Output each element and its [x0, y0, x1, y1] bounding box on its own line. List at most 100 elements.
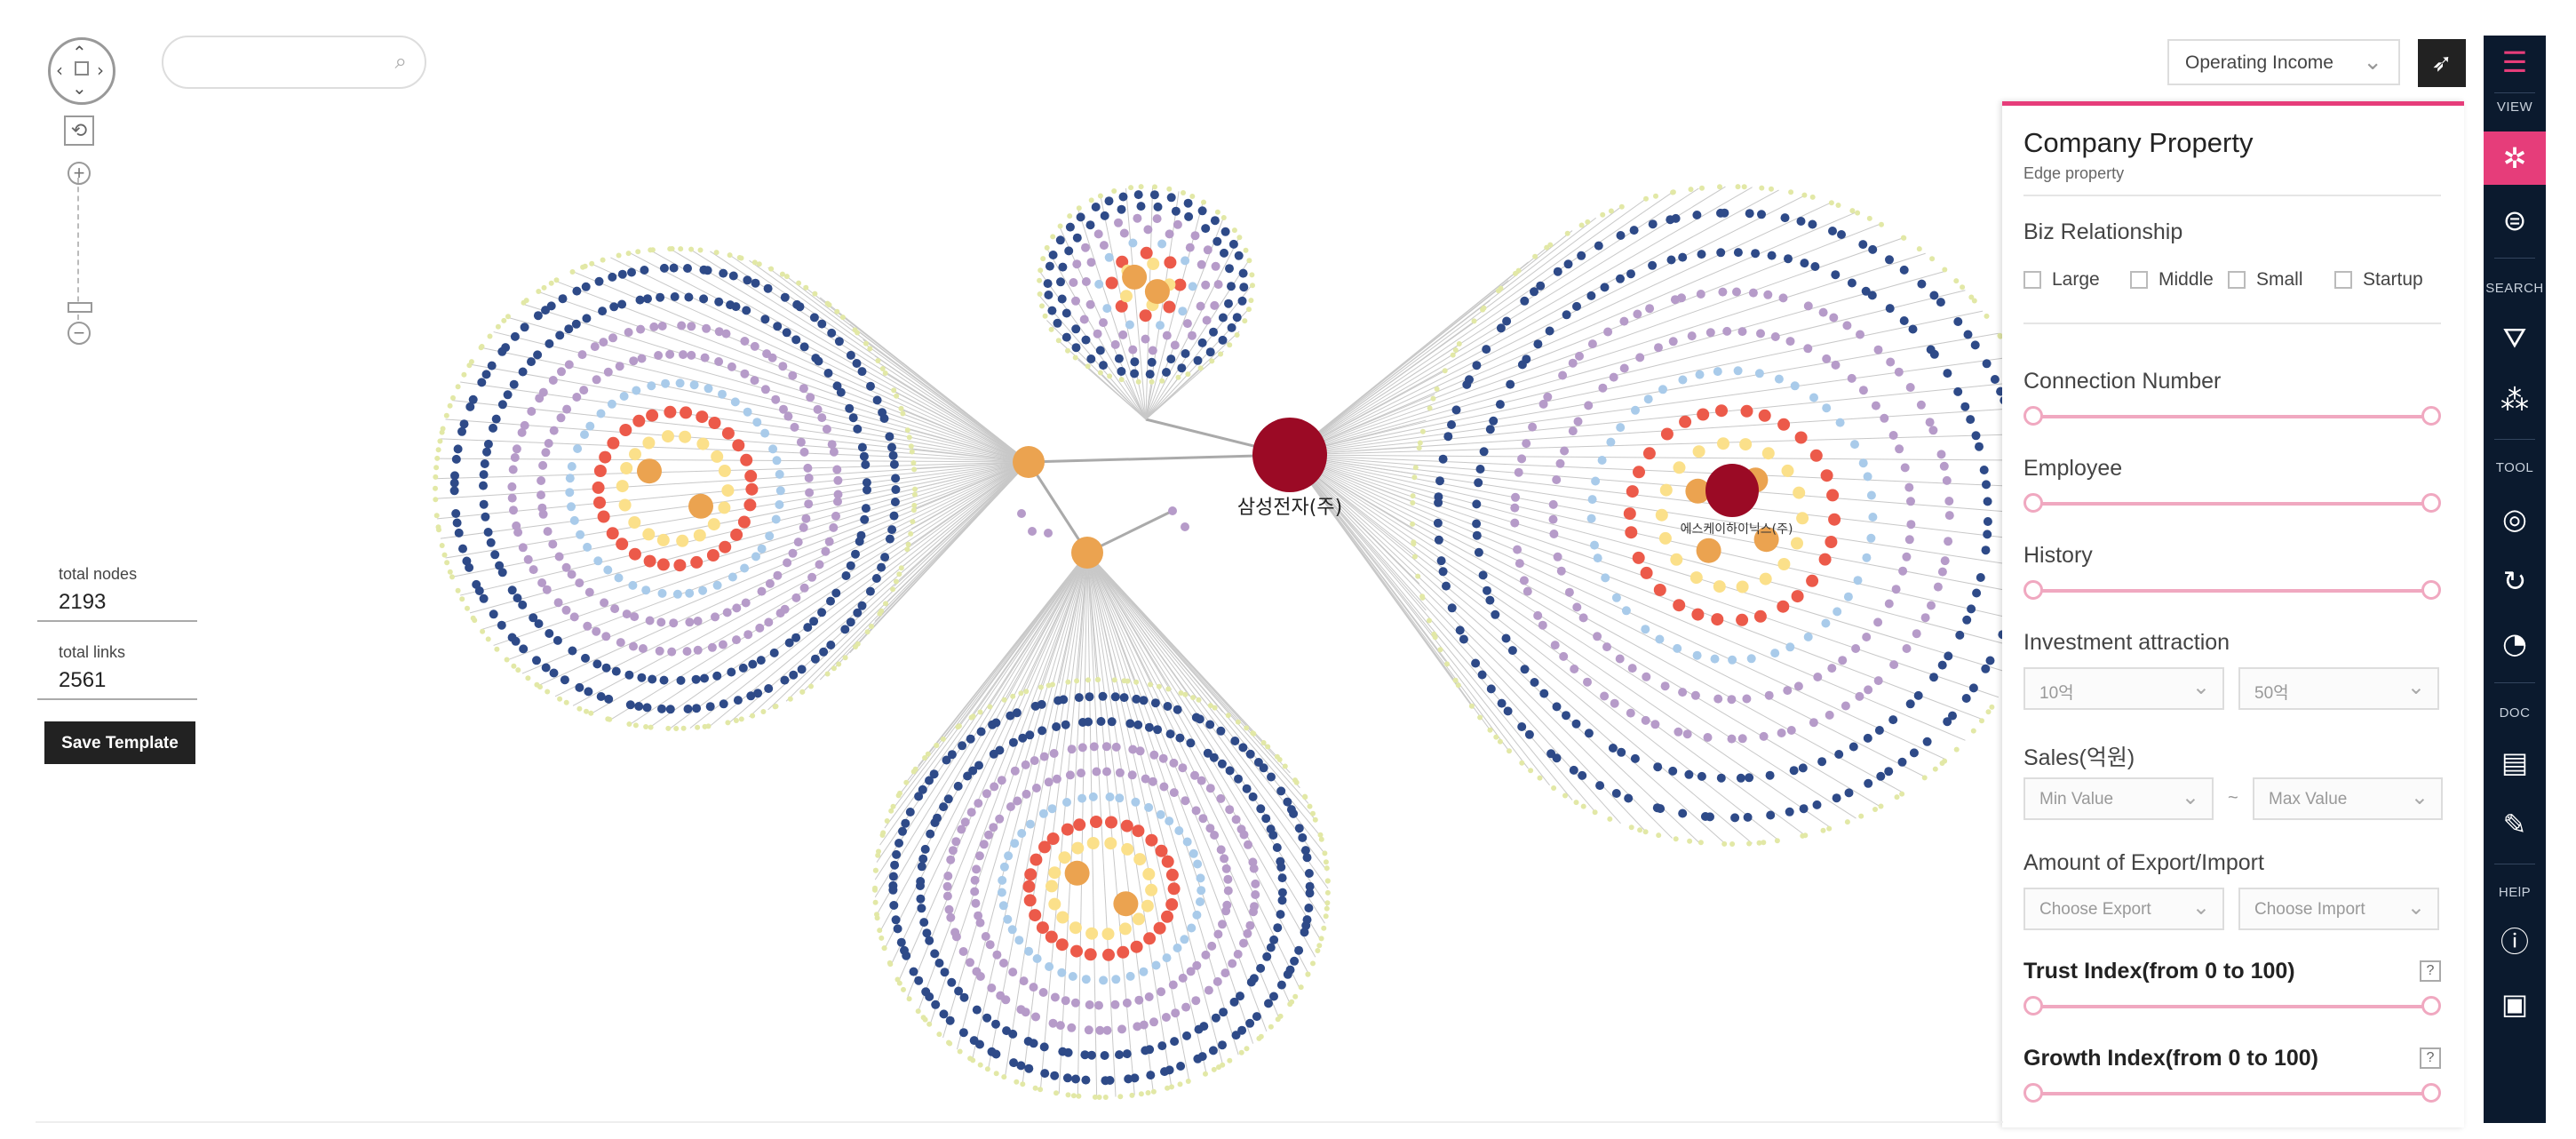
- graph-node[interactable]: [1150, 698, 1160, 708]
- graph-node[interactable]: [836, 661, 842, 667]
- graph-node[interactable]: [1118, 377, 1125, 383]
- graph-node[interactable]: [637, 673, 647, 682]
- graph-node[interactable]: [1168, 506, 1177, 515]
- graph-node[interactable]: [1209, 358, 1215, 364]
- graph-node[interactable]: [541, 284, 547, 291]
- graph-node[interactable]: [1578, 222, 1585, 228]
- graph-node[interactable]: [1061, 823, 1074, 836]
- graph-node[interactable]: [1216, 1064, 1221, 1071]
- graph-node[interactable]: [1981, 546, 1991, 555]
- graph-node[interactable]: [1023, 689, 1030, 695]
- graph-node[interactable]: [606, 527, 619, 540]
- graph-node[interactable]: [727, 667, 736, 677]
- graph-node[interactable]: [1125, 719, 1135, 729]
- graph-node[interactable]: [773, 322, 783, 331]
- graph-node[interactable]: [718, 389, 727, 399]
- graph-node[interactable]: [1201, 950, 1211, 960]
- graph-node[interactable]: [1029, 909, 1042, 922]
- graph-node[interactable]: [1283, 797, 1292, 807]
- graph-node[interactable]: [1038, 267, 1044, 274]
- graph-node[interactable]: [1081, 243, 1090, 252]
- graph-node[interactable]: [459, 419, 469, 429]
- graph-node[interactable]: [764, 617, 774, 627]
- graph-node[interactable]: [1817, 757, 1827, 767]
- graph-node[interactable]: [692, 704, 702, 713]
- graph-node[interactable]: [1324, 878, 1331, 884]
- graph-node[interactable]: [998, 901, 1008, 911]
- graph-node[interactable]: [742, 306, 751, 315]
- graph-node[interactable]: [796, 280, 802, 286]
- graph-node[interactable]: [1055, 235, 1065, 245]
- graph-node[interactable]: [676, 675, 686, 685]
- graph-node[interactable]: [1885, 255, 1894, 265]
- graph-node[interactable]: [1545, 326, 1554, 336]
- graph-node[interactable]: [479, 499, 489, 509]
- graph-node[interactable]: [1165, 868, 1179, 881]
- graph-node[interactable]: [507, 585, 517, 595]
- graph-node[interactable]: [1202, 315, 1212, 325]
- graph-node[interactable]: [1497, 738, 1503, 745]
- graph-node[interactable]: [1475, 465, 1485, 474]
- graph-node[interactable]: [721, 329, 731, 339]
- graph-node[interactable]: [549, 426, 559, 435]
- graph-node[interactable]: [1617, 747, 1626, 757]
- graph-node[interactable]: [972, 1005, 982, 1015]
- graph-node[interactable]: [906, 996, 912, 1002]
- graph-node[interactable]: [1442, 368, 1448, 374]
- graph-node[interactable]: [1117, 204, 1126, 214]
- graph-node[interactable]: [1411, 554, 1418, 560]
- graph-node[interactable]: [1044, 777, 1053, 787]
- graph-node[interactable]: [1502, 316, 1512, 326]
- graph-node[interactable]: [1039, 303, 1045, 309]
- graph-node[interactable]: [911, 502, 918, 508]
- graph-node[interactable]: [615, 362, 624, 371]
- graph-node[interactable]: [1193, 859, 1203, 869]
- graph-node[interactable]: [831, 665, 837, 672]
- target-icon[interactable]: ◎: [2502, 502, 2527, 536]
- graph-node[interactable]: [548, 376, 558, 385]
- graph-node[interactable]: [1057, 294, 1067, 304]
- graph-node[interactable]: [1173, 944, 1182, 952]
- graph-node[interactable]: [1548, 514, 1558, 524]
- graph-node[interactable]: [643, 554, 656, 568]
- graph-node[interactable]: [1096, 717, 1106, 726]
- graph-node[interactable]: [1751, 249, 1761, 259]
- graph-node[interactable]: [1117, 1094, 1124, 1100]
- graph-node[interactable]: [1503, 706, 1513, 716]
- graph-node[interactable]: [1601, 573, 1610, 583]
- graph-node[interactable]: [999, 959, 1008, 968]
- graph-node[interactable]: [1323, 859, 1329, 865]
- graph-node[interactable]: [1156, 683, 1162, 689]
- graph-node[interactable]: [780, 675, 790, 685]
- graph-node[interactable]: [1205, 347, 1215, 357]
- graph-node[interactable]: [1120, 819, 1133, 832]
- graph-node[interactable]: [1953, 317, 1963, 326]
- graph-node[interactable]: [885, 432, 894, 442]
- graph-node[interactable]: [1653, 193, 1658, 199]
- graph-node[interactable]: [679, 350, 688, 360]
- graph-node[interactable]: [896, 937, 906, 947]
- graph-node[interactable]: [727, 572, 737, 582]
- graph-node[interactable]: [1121, 842, 1134, 856]
- graph-node[interactable]: [670, 292, 680, 301]
- graph-node[interactable]: [1236, 992, 1244, 1001]
- graph-node[interactable]: [1635, 353, 1645, 362]
- graph-node[interactable]: [1016, 1061, 1026, 1071]
- graph-node[interactable]: [489, 423, 497, 433]
- graph-node[interactable]: [1916, 246, 1922, 252]
- graph-node[interactable]: [684, 292, 694, 302]
- graph-node[interactable]: [714, 327, 724, 337]
- graph-node[interactable]: [1117, 945, 1130, 959]
- graph-node[interactable]: [632, 722, 639, 729]
- graph-node[interactable]: [1584, 401, 1594, 410]
- graph-node[interactable]: [1703, 733, 1713, 742]
- graph-node[interactable]: [1891, 585, 1901, 594]
- graph-node[interactable]: [1687, 838, 1693, 844]
- graph-node[interactable]: [545, 689, 551, 695]
- graph-node[interactable]: [1141, 1046, 1150, 1055]
- graph-node[interactable]: [1798, 763, 1808, 773]
- graph-node[interactable]: [1777, 600, 1790, 613]
- graph-node[interactable]: [765, 578, 775, 588]
- graph-node[interactable]: [898, 826, 907, 836]
- graph-node[interactable]: [1522, 354, 1531, 364]
